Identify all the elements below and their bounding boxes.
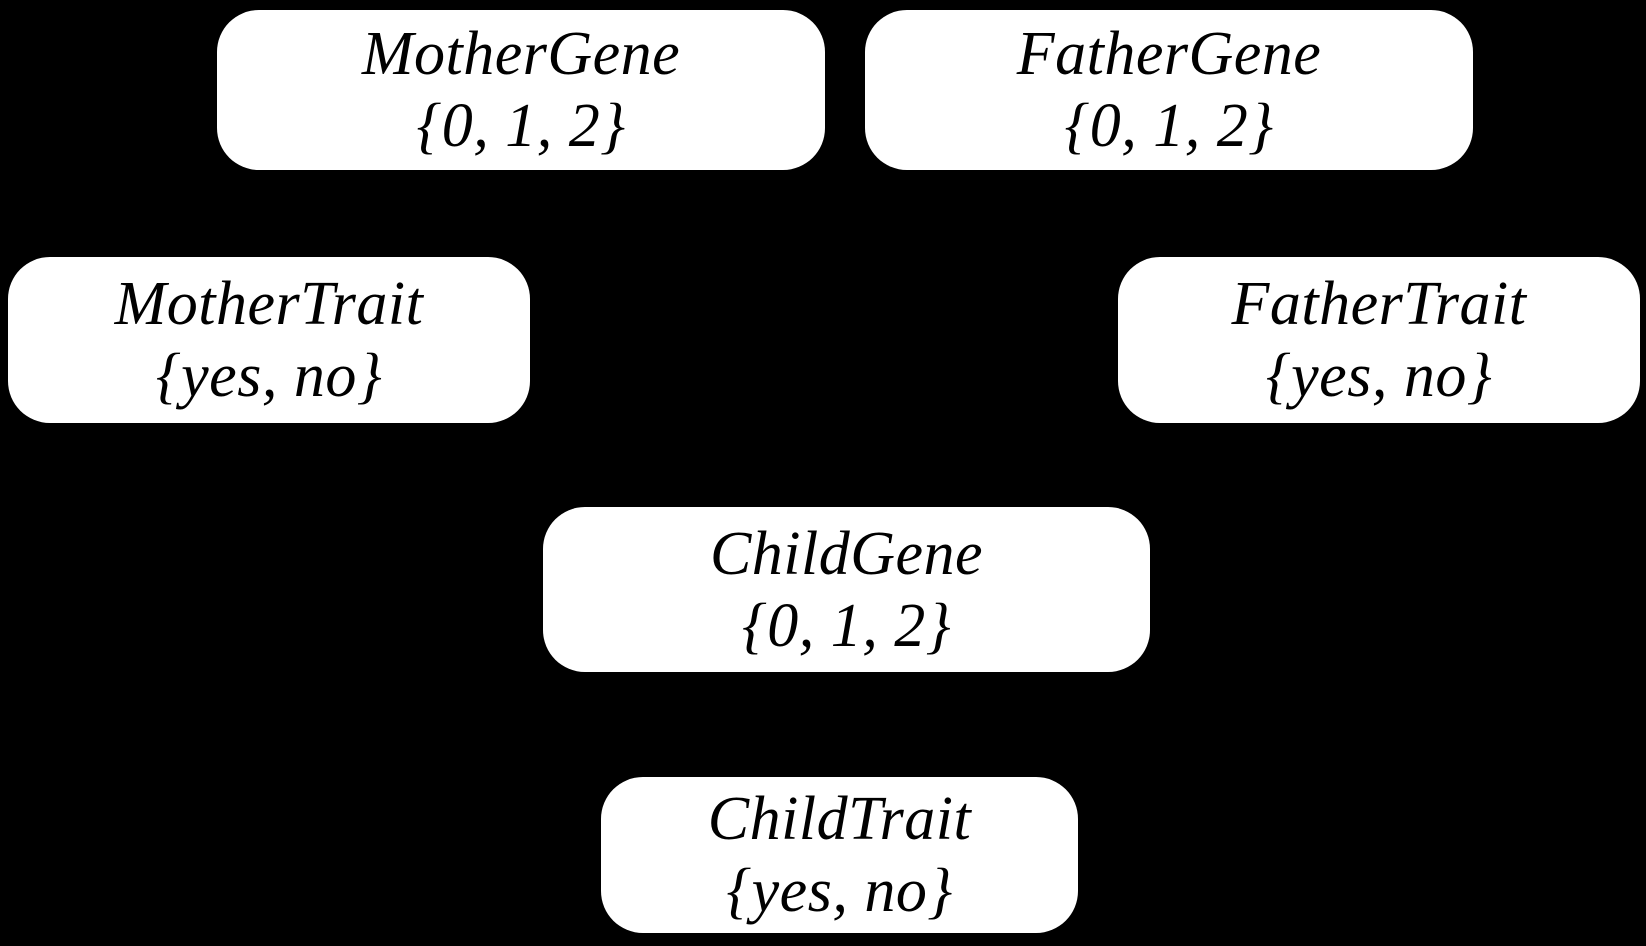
node-child-trait-domain: {yes, no} bbox=[726, 857, 953, 925]
node-child-trait: ChildTrait {yes, no} bbox=[601, 777, 1078, 933]
node-mother-gene: MotherGene {0, 1, 2} bbox=[217, 10, 825, 170]
node-mother-trait: MotherTrait {yes, no} bbox=[8, 257, 530, 423]
node-mother-trait-domain: {yes, no} bbox=[155, 342, 383, 410]
node-father-trait: FatherTrait {yes, no} bbox=[1118, 257, 1640, 423]
node-father-gene-domain: {0, 1, 2} bbox=[1064, 92, 1274, 160]
node-child-gene-domain: {0, 1, 2} bbox=[741, 591, 952, 660]
node-mother-gene-label: MotherGene bbox=[361, 20, 681, 88]
node-father-gene-label: FatherGene bbox=[1016, 20, 1322, 88]
node-father-gene: FatherGene {0, 1, 2} bbox=[865, 10, 1473, 170]
node-child-gene: ChildGene {0, 1, 2} bbox=[543, 507, 1150, 672]
node-child-gene-label: ChildGene bbox=[709, 519, 984, 588]
node-mother-gene-domain: {0, 1, 2} bbox=[416, 92, 626, 160]
node-child-trait-label: ChildTrait bbox=[707, 785, 972, 853]
node-father-trait-domain: {yes, no} bbox=[1265, 342, 1493, 410]
node-father-trait-label: FatherTrait bbox=[1231, 270, 1527, 338]
node-mother-trait-label: MotherTrait bbox=[114, 270, 424, 338]
